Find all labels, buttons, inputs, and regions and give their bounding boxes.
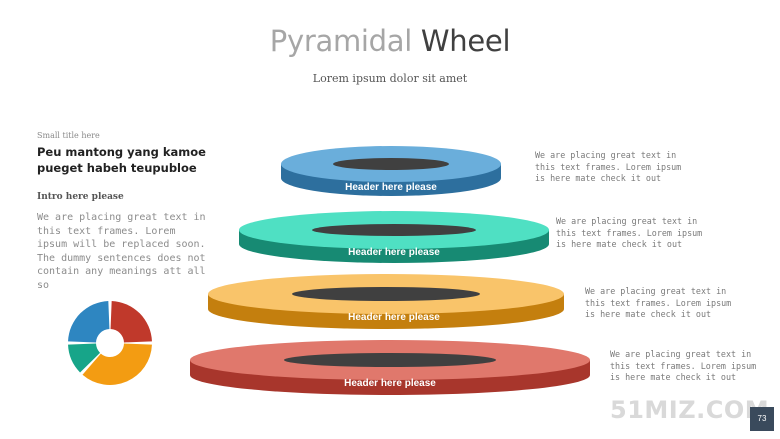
tier-1: Header here please — [281, 146, 501, 196]
tier-3: Header here please — [208, 274, 564, 329]
donut-chart — [68, 301, 152, 385]
watermark-logo: 51MIZ.COM — [610, 396, 770, 424]
tier-2-description: We are placing great text in this text f… — [556, 216, 703, 250]
tier-2-header: Header here please — [348, 247, 440, 258]
tier-2: Header here please — [239, 211, 549, 263]
donut-segment-4 — [68, 301, 110, 343]
title-part-1: Pyramidal — [269, 24, 412, 58]
slide-subtitle: Lorem ipsum dolor sit amet — [312, 72, 468, 85]
small-title: Small title here — [37, 131, 100, 140]
tier-4-description: We are placing great text in this text f… — [610, 349, 757, 383]
tier-1-hole — [333, 158, 449, 170]
intro-label: Intro here please — [37, 192, 124, 202]
donut-segment-2 — [82, 343, 152, 385]
donut-segment-1 — [110, 301, 152, 343]
tier-4-hole — [284, 353, 496, 367]
body-text: We are placing great text in this text f… — [37, 212, 206, 291]
tier-4-header: Header here please — [344, 378, 436, 389]
tier-1-header: Header here please — [345, 182, 437, 193]
tier-3-hole — [292, 287, 480, 301]
tier-2-hole — [312, 224, 476, 236]
title-part-2: Wheel — [420, 24, 511, 58]
donut-segment-3 — [68, 343, 101, 373]
tier-4: Header here please — [190, 340, 590, 395]
tier-3-header: Header here please — [348, 312, 440, 323]
tier-3-description: We are placing great text in this text f… — [585, 286, 732, 320]
slide-title: Pyramidal Wheel — [0, 24, 780, 58]
headline: Peu mantong yang kamoe pueget habeh teup… — [37, 145, 206, 175]
tier-1-description: We are placing great text in this text f… — [535, 150, 682, 184]
page-number: 73 — [750, 407, 774, 431]
